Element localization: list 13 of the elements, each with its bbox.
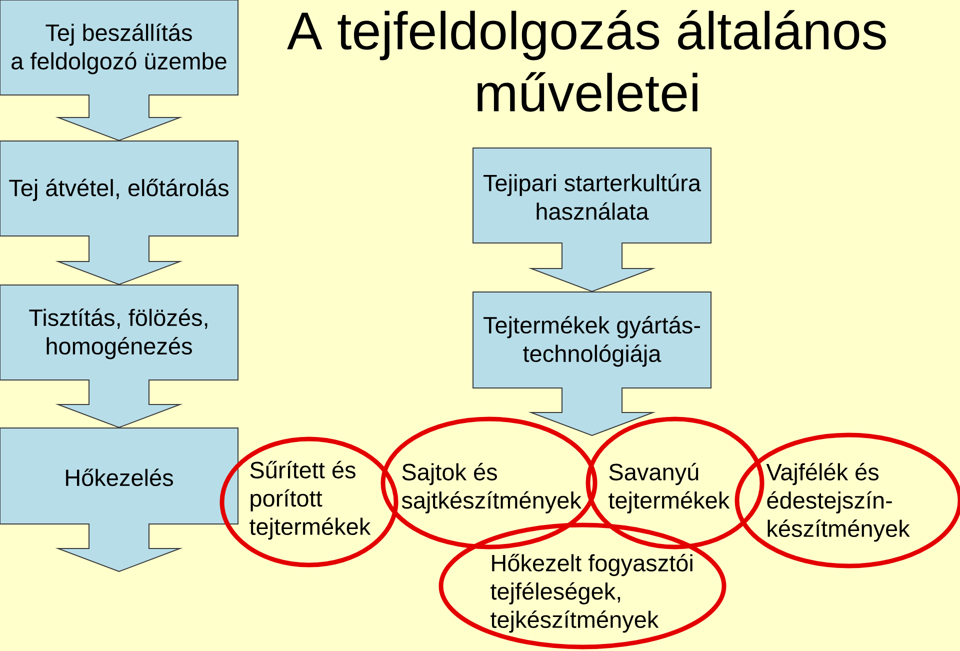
process-box: Tisztítás, fölözés, homogénezés bbox=[0, 284, 238, 380]
block-arrow bbox=[55, 235, 183, 286]
process-box: Tejipari starterkultúra használata bbox=[472, 148, 712, 244]
block-arrow bbox=[528, 242, 656, 292]
process-box: Tejtermékek gyártás-technológiája bbox=[472, 292, 712, 388]
block-arrow bbox=[528, 387, 656, 436]
process-box: Hőkezelés bbox=[0, 428, 238, 524]
process-box: Tej átvétel, előtárolás bbox=[0, 140, 238, 236]
process-box: Tej beszállítás a feldolgozó üzembe bbox=[0, 0, 238, 96]
block-arrow bbox=[55, 523, 183, 572]
block-arrow bbox=[55, 379, 183, 428]
block-arrow bbox=[55, 94, 183, 142]
title: A tejfeldolgozás általános műveletei bbox=[287, 10, 886, 112]
